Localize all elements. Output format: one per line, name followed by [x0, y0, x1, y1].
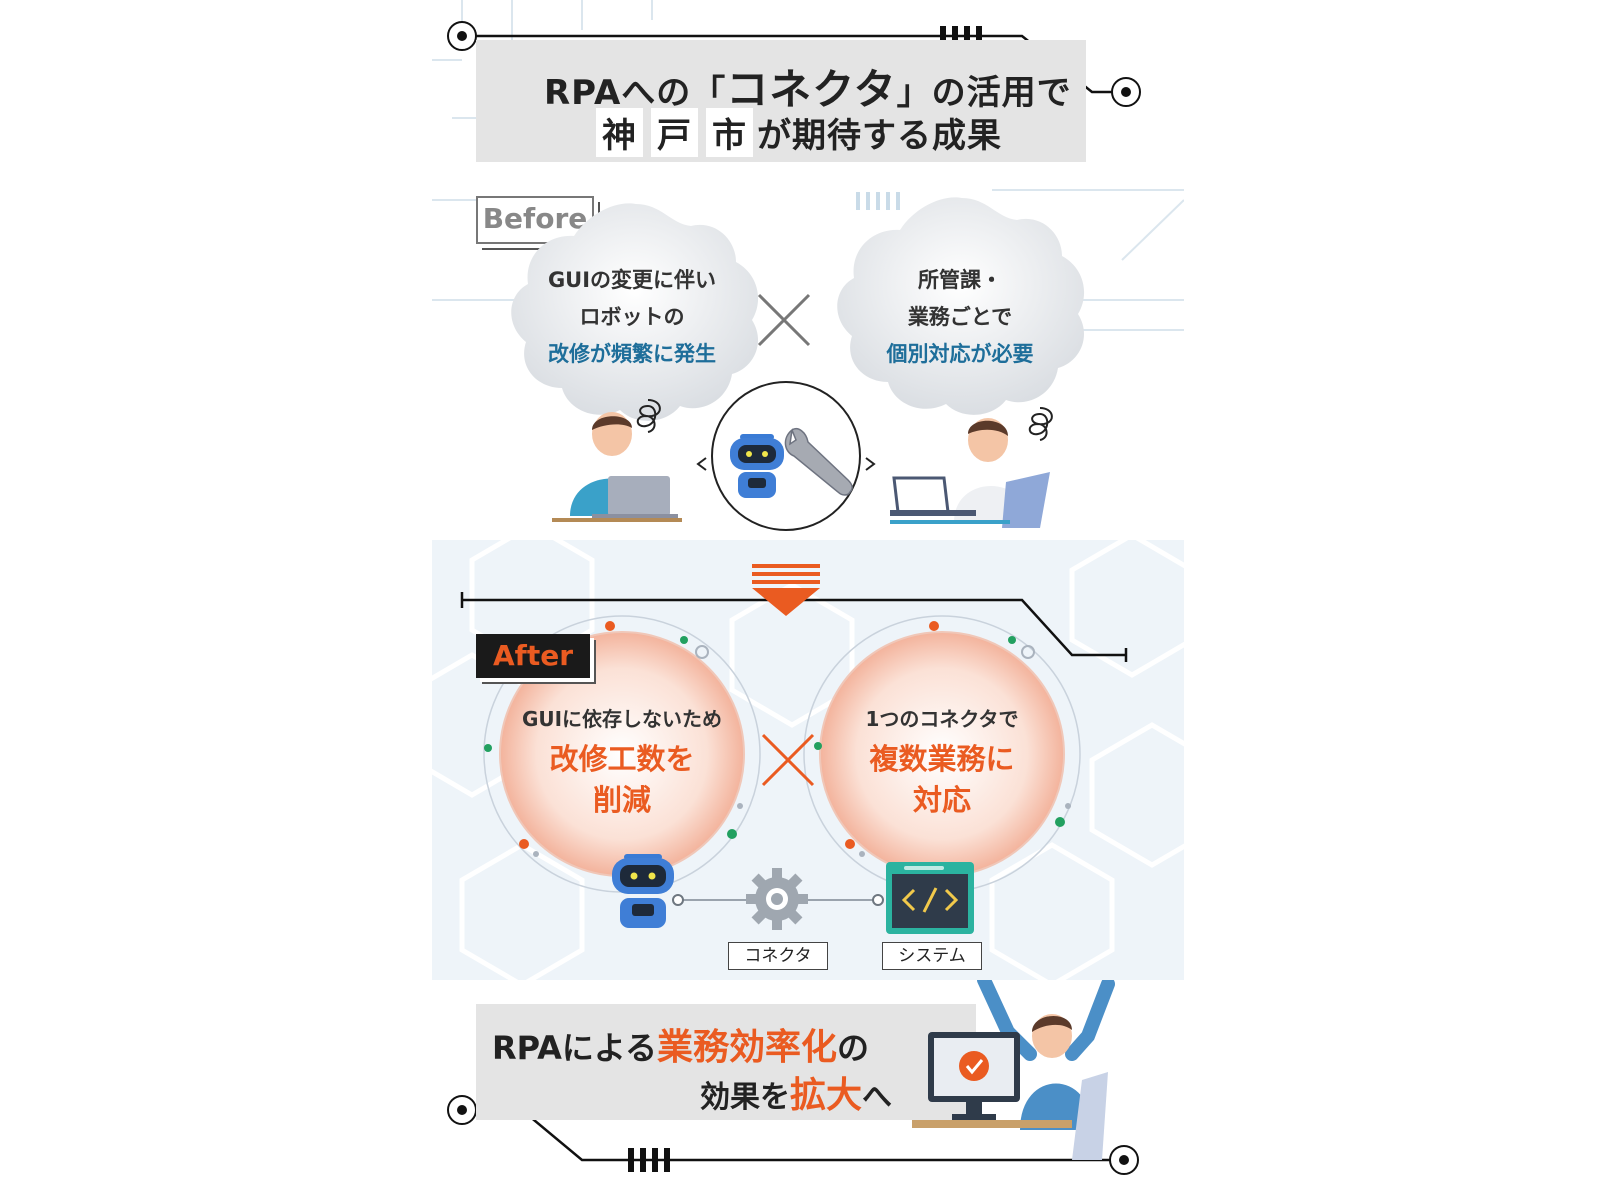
down-arrow-icon [752, 564, 820, 616]
cheering-person [912, 980, 1115, 1160]
result-line-2: 効果を拡大へ [700, 1075, 893, 1116]
robot-icon [730, 434, 784, 498]
scribble-icon [1028, 407, 1053, 441]
after-tag: After [476, 634, 590, 678]
orange-cross-icon [761, 733, 815, 787]
right-circle-text: 1つのコネクタで 複数業務に 対応 [865, 707, 1019, 817]
system-label: システム [882, 942, 982, 970]
left-thought-bubble [511, 203, 759, 421]
code-window-icon [886, 862, 974, 934]
title-line-1: RPAへの「コネクタ」の活用で [544, 65, 1072, 114]
after-circles [483, 615, 1081, 893]
gear-icon [746, 868, 808, 930]
infographic-poster: RPAへの「コネクタ」の活用で 神戸市が期待する成果 Before GUIの変更… [432, 0, 1184, 1200]
wrench-icon [784, 428, 853, 496]
right-bubble-text: 所管課・ 業務ごとで 個別対応が必要 [886, 268, 1034, 366]
left-circle-text: GUIに依存しないため 改修工数を 削減 [521, 707, 723, 817]
result-line-1: RPAによる業務効率化の [492, 1027, 869, 1068]
connector-label: コネクタ [728, 942, 828, 970]
title-line-2: 神戸市が期待する成果 [592, 108, 1002, 157]
scribble-icon [636, 399, 661, 433]
worried-person-right [890, 418, 1050, 528]
worried-person-left [552, 412, 682, 522]
gray-cross-icon [757, 293, 811, 347]
right-thought-bubble [837, 197, 1085, 415]
left-bubble-text: GUIの変更に伴い ロボットの 改修が頻繁に発生 [547, 268, 717, 366]
robot-icon [612, 854, 674, 928]
result-box [476, 1004, 976, 1120]
title-box [476, 40, 1086, 162]
